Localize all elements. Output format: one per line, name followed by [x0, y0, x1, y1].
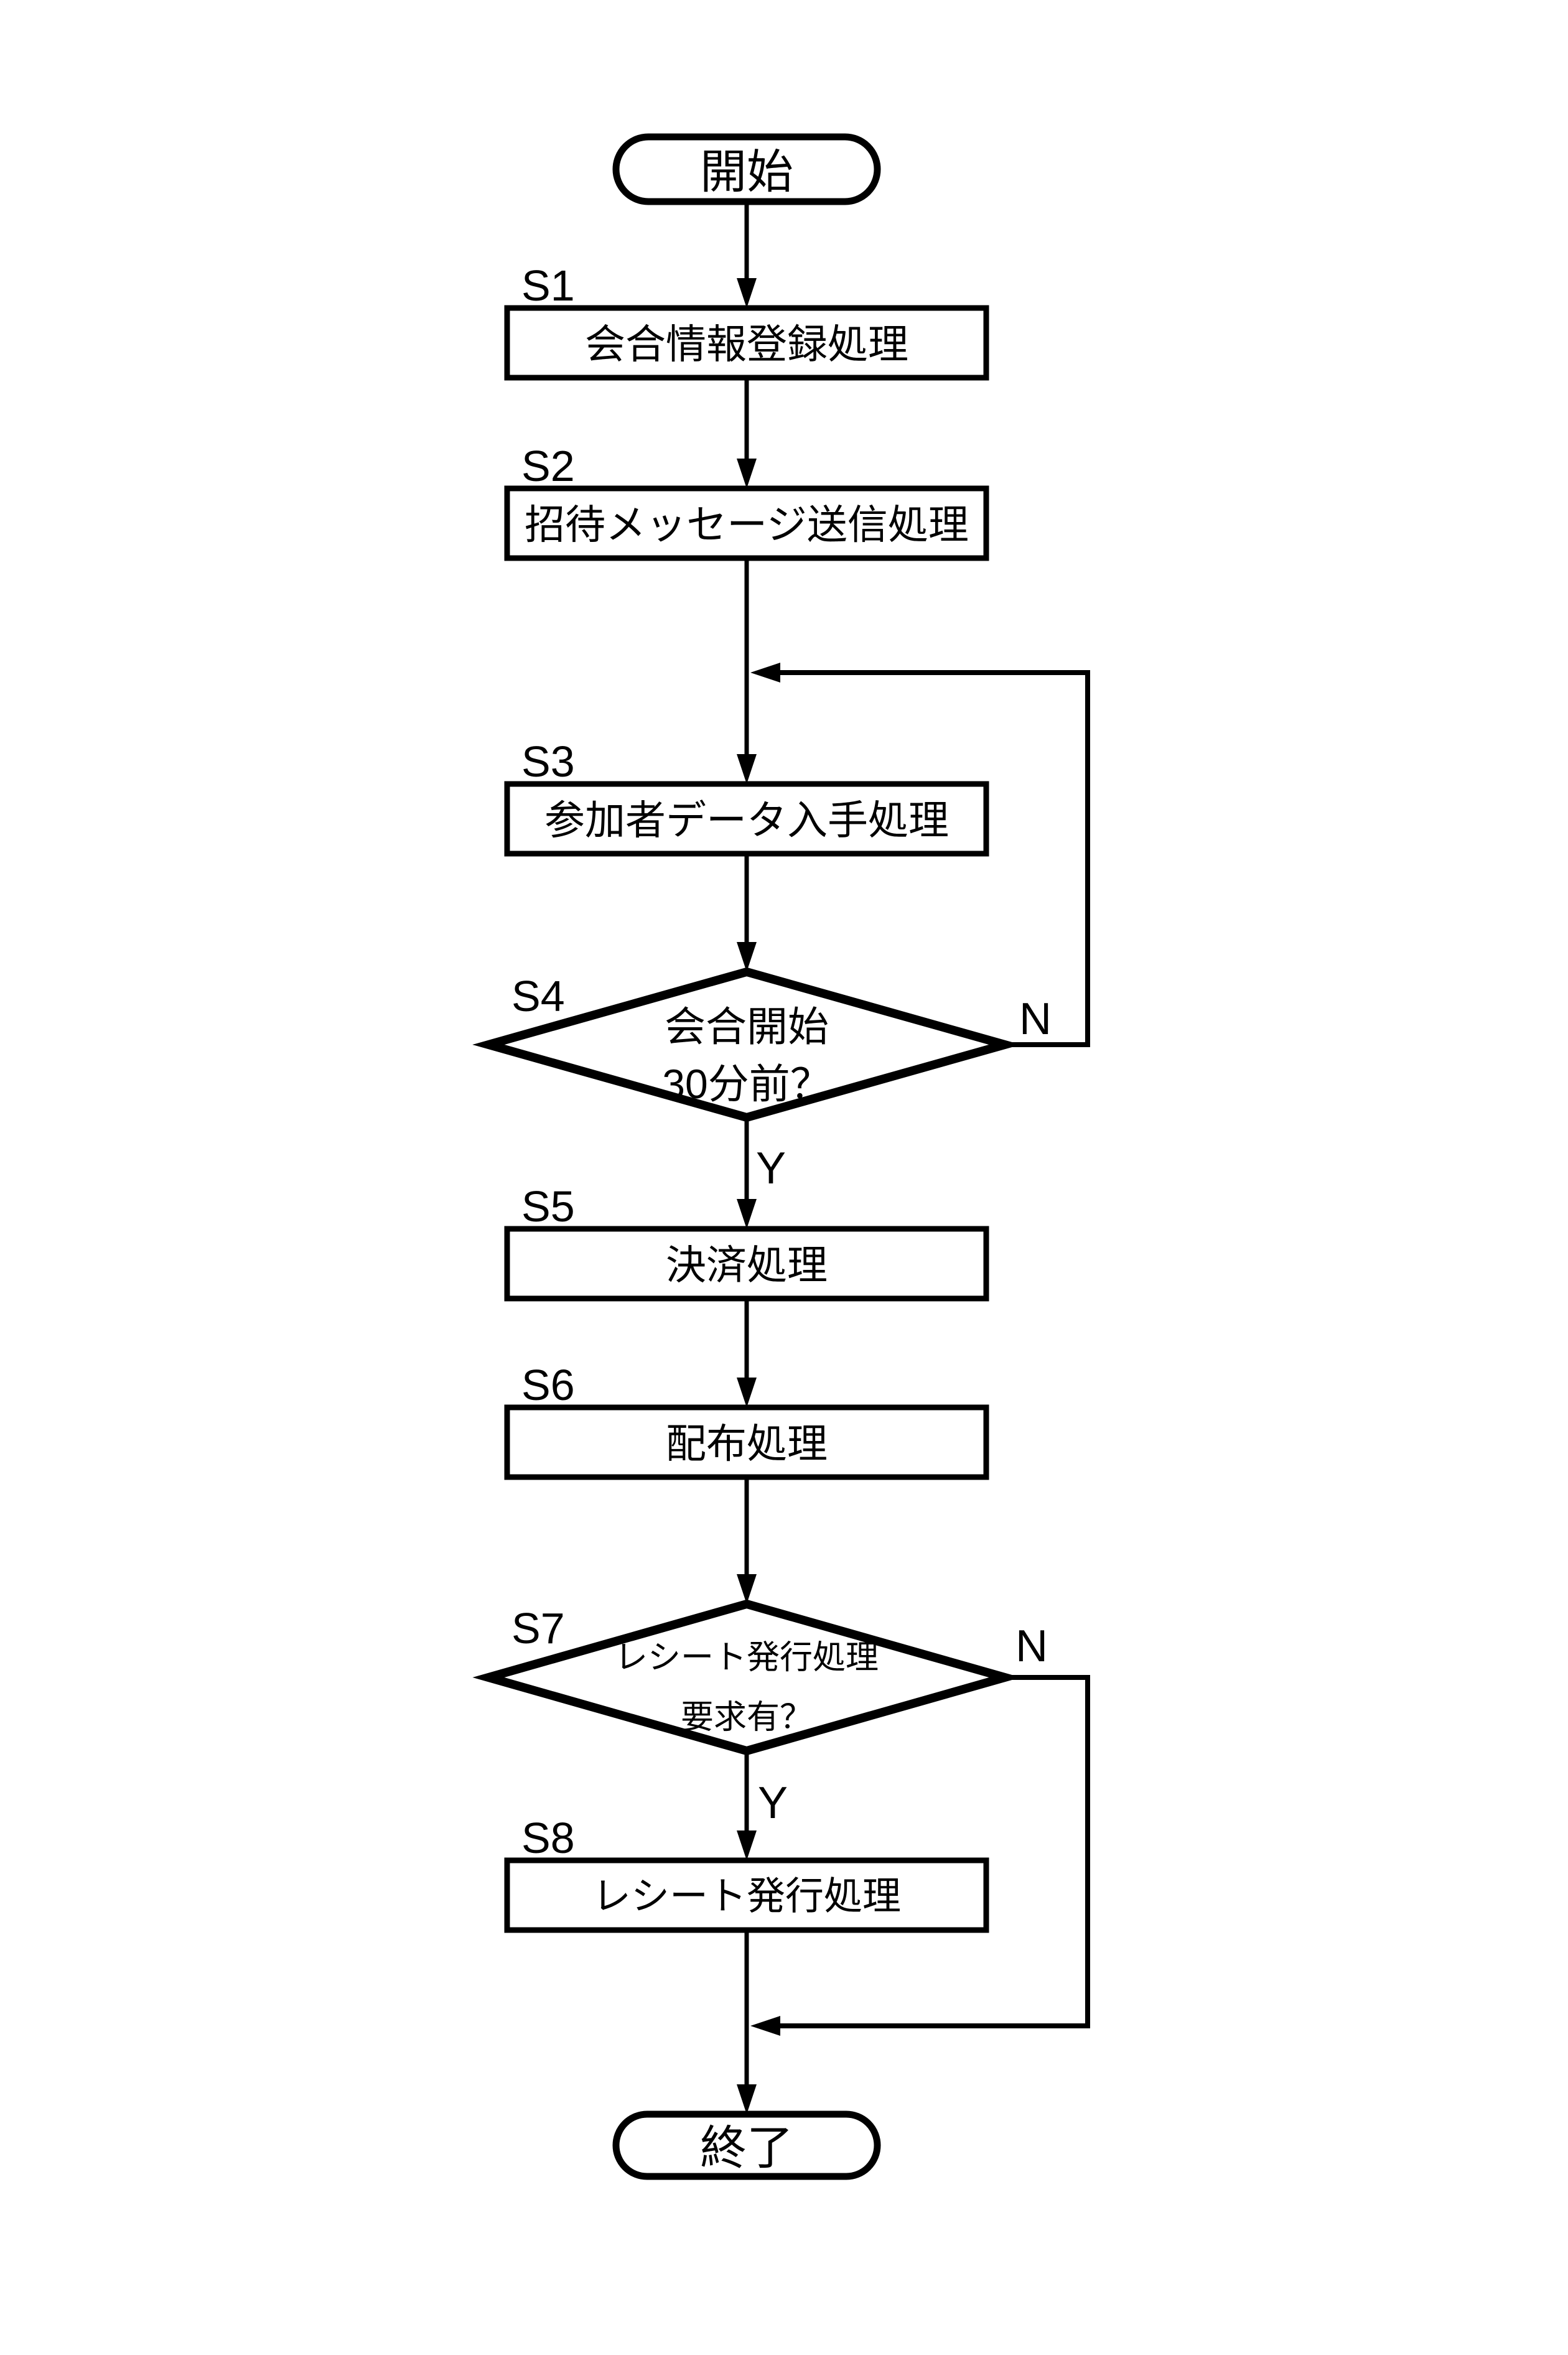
arrowhead-down — [737, 459, 757, 488]
branch-label-no-s4: N — [1019, 994, 1052, 1044]
step-id-s4: S4 — [511, 972, 565, 1020]
decision-s4-label-line2: 30分前？ — [662, 1061, 831, 1107]
step-id-s6: S6 — [521, 1361, 575, 1409]
arrowhead-down — [737, 1378, 757, 1407]
end-terminal: 終了 — [612, 2110, 881, 2180]
arrowhead-down — [737, 754, 757, 784]
process-s3-box — [504, 781, 989, 857]
step-id-s5: S5 — [521, 1182, 575, 1231]
end-terminal-shape — [612, 2110, 881, 2180]
process-s2-box — [504, 485, 989, 561]
process-s6: 配布処理 — [504, 1404, 989, 1480]
branch-label-yes-s4: Y — [756, 1144, 786, 1193]
process-s1-box — [504, 305, 989, 381]
process-s1: 会合情報登録処理 — [504, 305, 989, 381]
process-s2: 招待メッセージ送信処理 — [504, 485, 989, 561]
process-s5-label: 決済処理 — [666, 1243, 828, 1288]
arrowhead-down — [737, 1830, 757, 1860]
step-id-s7: S7 — [511, 1604, 565, 1653]
decision-s4: 会合開始 30分前？ — [472, 967, 1021, 1122]
arrowhead-left — [750, 663, 780, 683]
process-s3: 参加者データ入手処理 — [504, 781, 989, 857]
process-s5: 決済処理 — [504, 1226, 989, 1302]
process-s1-label: 会合情報登録処理 — [585, 322, 908, 367]
process-s8: レシート発行処理 — [504, 1857, 989, 1933]
arrowhead-down — [737, 278, 757, 308]
step-id-s2: S2 — [521, 442, 575, 490]
arrow-start-to-s1 — [737, 202, 757, 308]
arrowhead-down — [737, 2084, 757, 2114]
process-s6-box — [504, 1404, 989, 1480]
arrow-s5-to-s6 — [737, 1299, 757, 1407]
arrow-s3-to-s4 — [737, 854, 757, 972]
arrowhead-left — [750, 2016, 780, 2036]
step-id-s1: S1 — [521, 261, 575, 310]
loop-s4-no-branch — [750, 663, 1090, 1047]
decision-s7-label-line2: 要求有？ — [681, 1699, 813, 1736]
process-s8-label: レシート発行処理 — [592, 1875, 901, 1918]
arrow-s8-to-end — [737, 1930, 757, 2114]
process-s8-box — [504, 1857, 989, 1933]
arrowhead-down — [737, 1199, 757, 1229]
flow-line — [779, 670, 1090, 1047]
start-terminal-label: 開始 — [700, 146, 793, 198]
decision-s4-label-line1: 会合開始 — [665, 1004, 829, 1050]
branch-label-yes-s7: Y — [758, 1778, 788, 1828]
process-s2-label: 招待メッセージ送信処理 — [525, 502, 969, 548]
arrow-s2-to-s3 — [737, 558, 757, 784]
arrow-s1-to-s2 — [737, 378, 757, 488]
process-s5-box — [504, 1226, 989, 1302]
end-terminal-label: 終了 — [700, 2122, 793, 2174]
process-s6-label: 配布処理 — [666, 1421, 828, 1467]
step-id-s3: S3 — [521, 737, 575, 786]
branch-label-no-s7: N — [1015, 1621, 1048, 1671]
process-s3-label: 参加者データ入手処理 — [544, 798, 949, 843]
arrow-s6-to-s7 — [737, 1477, 757, 1604]
step-id-s8: S8 — [521, 1814, 575, 1862]
decision-s7: レシート発行処理 要求有？ — [472, 1599, 1021, 1756]
arrowhead-down — [737, 942, 757, 972]
decision-s7-label-line1: レシート発行処理 — [615, 1639, 879, 1676]
start-terminal: 開始 — [612, 133, 881, 205]
flow-line — [779, 1675, 1090, 2028]
bypass-s7-no-branch — [750, 1675, 1090, 2036]
arrow-s7-to-s8 — [737, 1751, 757, 1860]
arrow-s4-to-s5 — [737, 1117, 757, 1229]
arrowhead-down — [737, 1574, 757, 1604]
